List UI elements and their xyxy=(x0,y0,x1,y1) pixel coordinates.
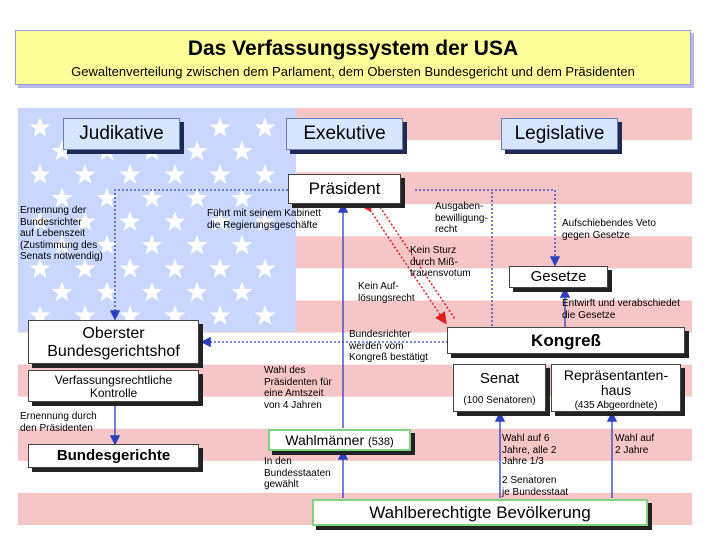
flag-star xyxy=(96,140,118,161)
title-box: Das Verfassungssystem der USA Gewaltenve… xyxy=(15,30,691,85)
flag-star xyxy=(29,117,51,137)
flag-star xyxy=(29,258,51,278)
flag-star xyxy=(164,258,186,278)
label-ausgaben: Ausgaben- bewilligung- recht xyxy=(435,201,488,235)
senat-count: (100 Senatoren) xyxy=(463,395,536,406)
flag-star xyxy=(51,140,73,161)
flag-star xyxy=(119,211,141,231)
flag-star xyxy=(51,234,73,255)
flag-star xyxy=(231,281,253,302)
label-ernennung-bundesrichter: Ernennung der Bundesrichter auf Lebensze… xyxy=(20,205,103,262)
haus-count: (435 Abgeordnete) xyxy=(574,400,658,411)
flag-star xyxy=(186,140,208,161)
box-oberster-bundesgerichtshof: Oberster Bundesgerichtshof xyxy=(28,320,199,364)
box-senat: Senat (100 Senatoren) xyxy=(453,364,546,412)
box-kongress: Kongreß xyxy=(447,327,685,354)
flag-stars xyxy=(29,117,276,325)
label-bundesstaaten: In den Bundesstaaten gewählt xyxy=(264,456,331,490)
box-gesetze: Gesetze xyxy=(509,266,608,288)
flag-star xyxy=(141,140,163,161)
flag-star xyxy=(254,117,276,137)
flag-star xyxy=(29,164,51,184)
flag-star xyxy=(164,164,186,184)
header-legislative: Legislative xyxy=(501,118,618,150)
flag-star xyxy=(254,258,276,278)
label-2-senatoren: 2 Senatoren je Bundesstaat xyxy=(502,475,569,498)
label-wahl-6-jahre: Wahl auf 6 Jahre, alle 2 Jahre 1/3 xyxy=(502,433,557,467)
flag-star xyxy=(209,258,231,278)
label-bestaetigt: Bundesrichter werden vom Kongreß bestäti… xyxy=(349,329,428,363)
flag-star xyxy=(74,258,96,278)
label-kabinett: Führt mit seinem Kabinett die Regierungs… xyxy=(207,208,321,231)
flag-star xyxy=(164,211,186,231)
haus-label: Repräsentanten- haus xyxy=(563,367,669,398)
flag-star xyxy=(74,305,96,325)
label-wahl-praesident: Wahl des Präsidenten für eine Amtszeit v… xyxy=(264,365,332,411)
page-title: Das Verfassungssystem der USA xyxy=(187,37,519,60)
flag-star xyxy=(51,281,73,302)
flag-star xyxy=(186,234,208,255)
label-wahl-2-jahre: Wahl auf 2 Jahre xyxy=(615,433,655,456)
flag-star xyxy=(254,164,276,184)
label-verabschiedet: Entwirft und verabschiedet die Gesetze xyxy=(562,298,680,321)
flag-star xyxy=(186,187,208,208)
box-repraesentantenhaus: Repräsentanten- haus (435 Abgeordnete) xyxy=(551,364,681,412)
senat-label: Senat xyxy=(479,370,520,387)
box-wahlberechtigte-bevoelkerung: Wahlberechtigte Bevölkerung xyxy=(312,499,648,526)
flag-star xyxy=(254,305,276,325)
box-praesident: Präsident xyxy=(288,174,401,204)
flag-star xyxy=(209,117,231,137)
flag-star xyxy=(164,305,186,325)
box-verfassungsrechtliche-kontrolle: Verfassungsrechtliche Kontrolle xyxy=(28,370,199,402)
flag-star xyxy=(119,258,141,278)
flag-star xyxy=(74,164,96,184)
flag-star xyxy=(231,140,253,161)
flag-star xyxy=(141,281,163,302)
flag-star xyxy=(186,281,208,302)
label-kein-sturz: Kein Sturz durch Miß- trauensvotum xyxy=(410,245,471,279)
flag-star xyxy=(51,187,73,208)
page-subtitle: Gewaltenverteilung zwischen dem Parlamen… xyxy=(71,64,635,79)
flag-star xyxy=(209,164,231,184)
flag-star xyxy=(254,211,276,231)
box-wahlmaenner: Wahlmänner (538) xyxy=(268,429,411,451)
flag-star xyxy=(96,187,118,208)
wahlmaenner-label: Wahlmänner xyxy=(285,432,365,448)
header-exekutive: Exekutive xyxy=(286,118,403,150)
flag-star xyxy=(29,211,51,231)
flag-star xyxy=(74,211,96,231)
flag-star xyxy=(96,281,118,302)
box-bundesgerichte: Bundesgerichte xyxy=(28,444,199,468)
flag-star xyxy=(231,234,253,255)
flag-star xyxy=(29,305,51,325)
flag-star xyxy=(119,305,141,325)
label-veto: Aufschiebendes Veto gegen Gesetze xyxy=(562,218,656,241)
label-kein-aufloesungsrecht: Kein Auf- lösungsrecht xyxy=(358,281,415,304)
label-ernennung-praesident: Ernennung durch den Präsidenten xyxy=(20,411,97,434)
flag-star xyxy=(96,234,118,255)
flag-star xyxy=(209,211,231,231)
header-judikative: Judikative xyxy=(63,118,180,150)
flag-star xyxy=(231,187,253,208)
flag-star xyxy=(209,305,231,325)
wahlmaenner-count: (538) xyxy=(368,436,394,448)
flag-star xyxy=(141,234,163,255)
flag-star xyxy=(141,187,163,208)
flag-star xyxy=(119,164,141,184)
